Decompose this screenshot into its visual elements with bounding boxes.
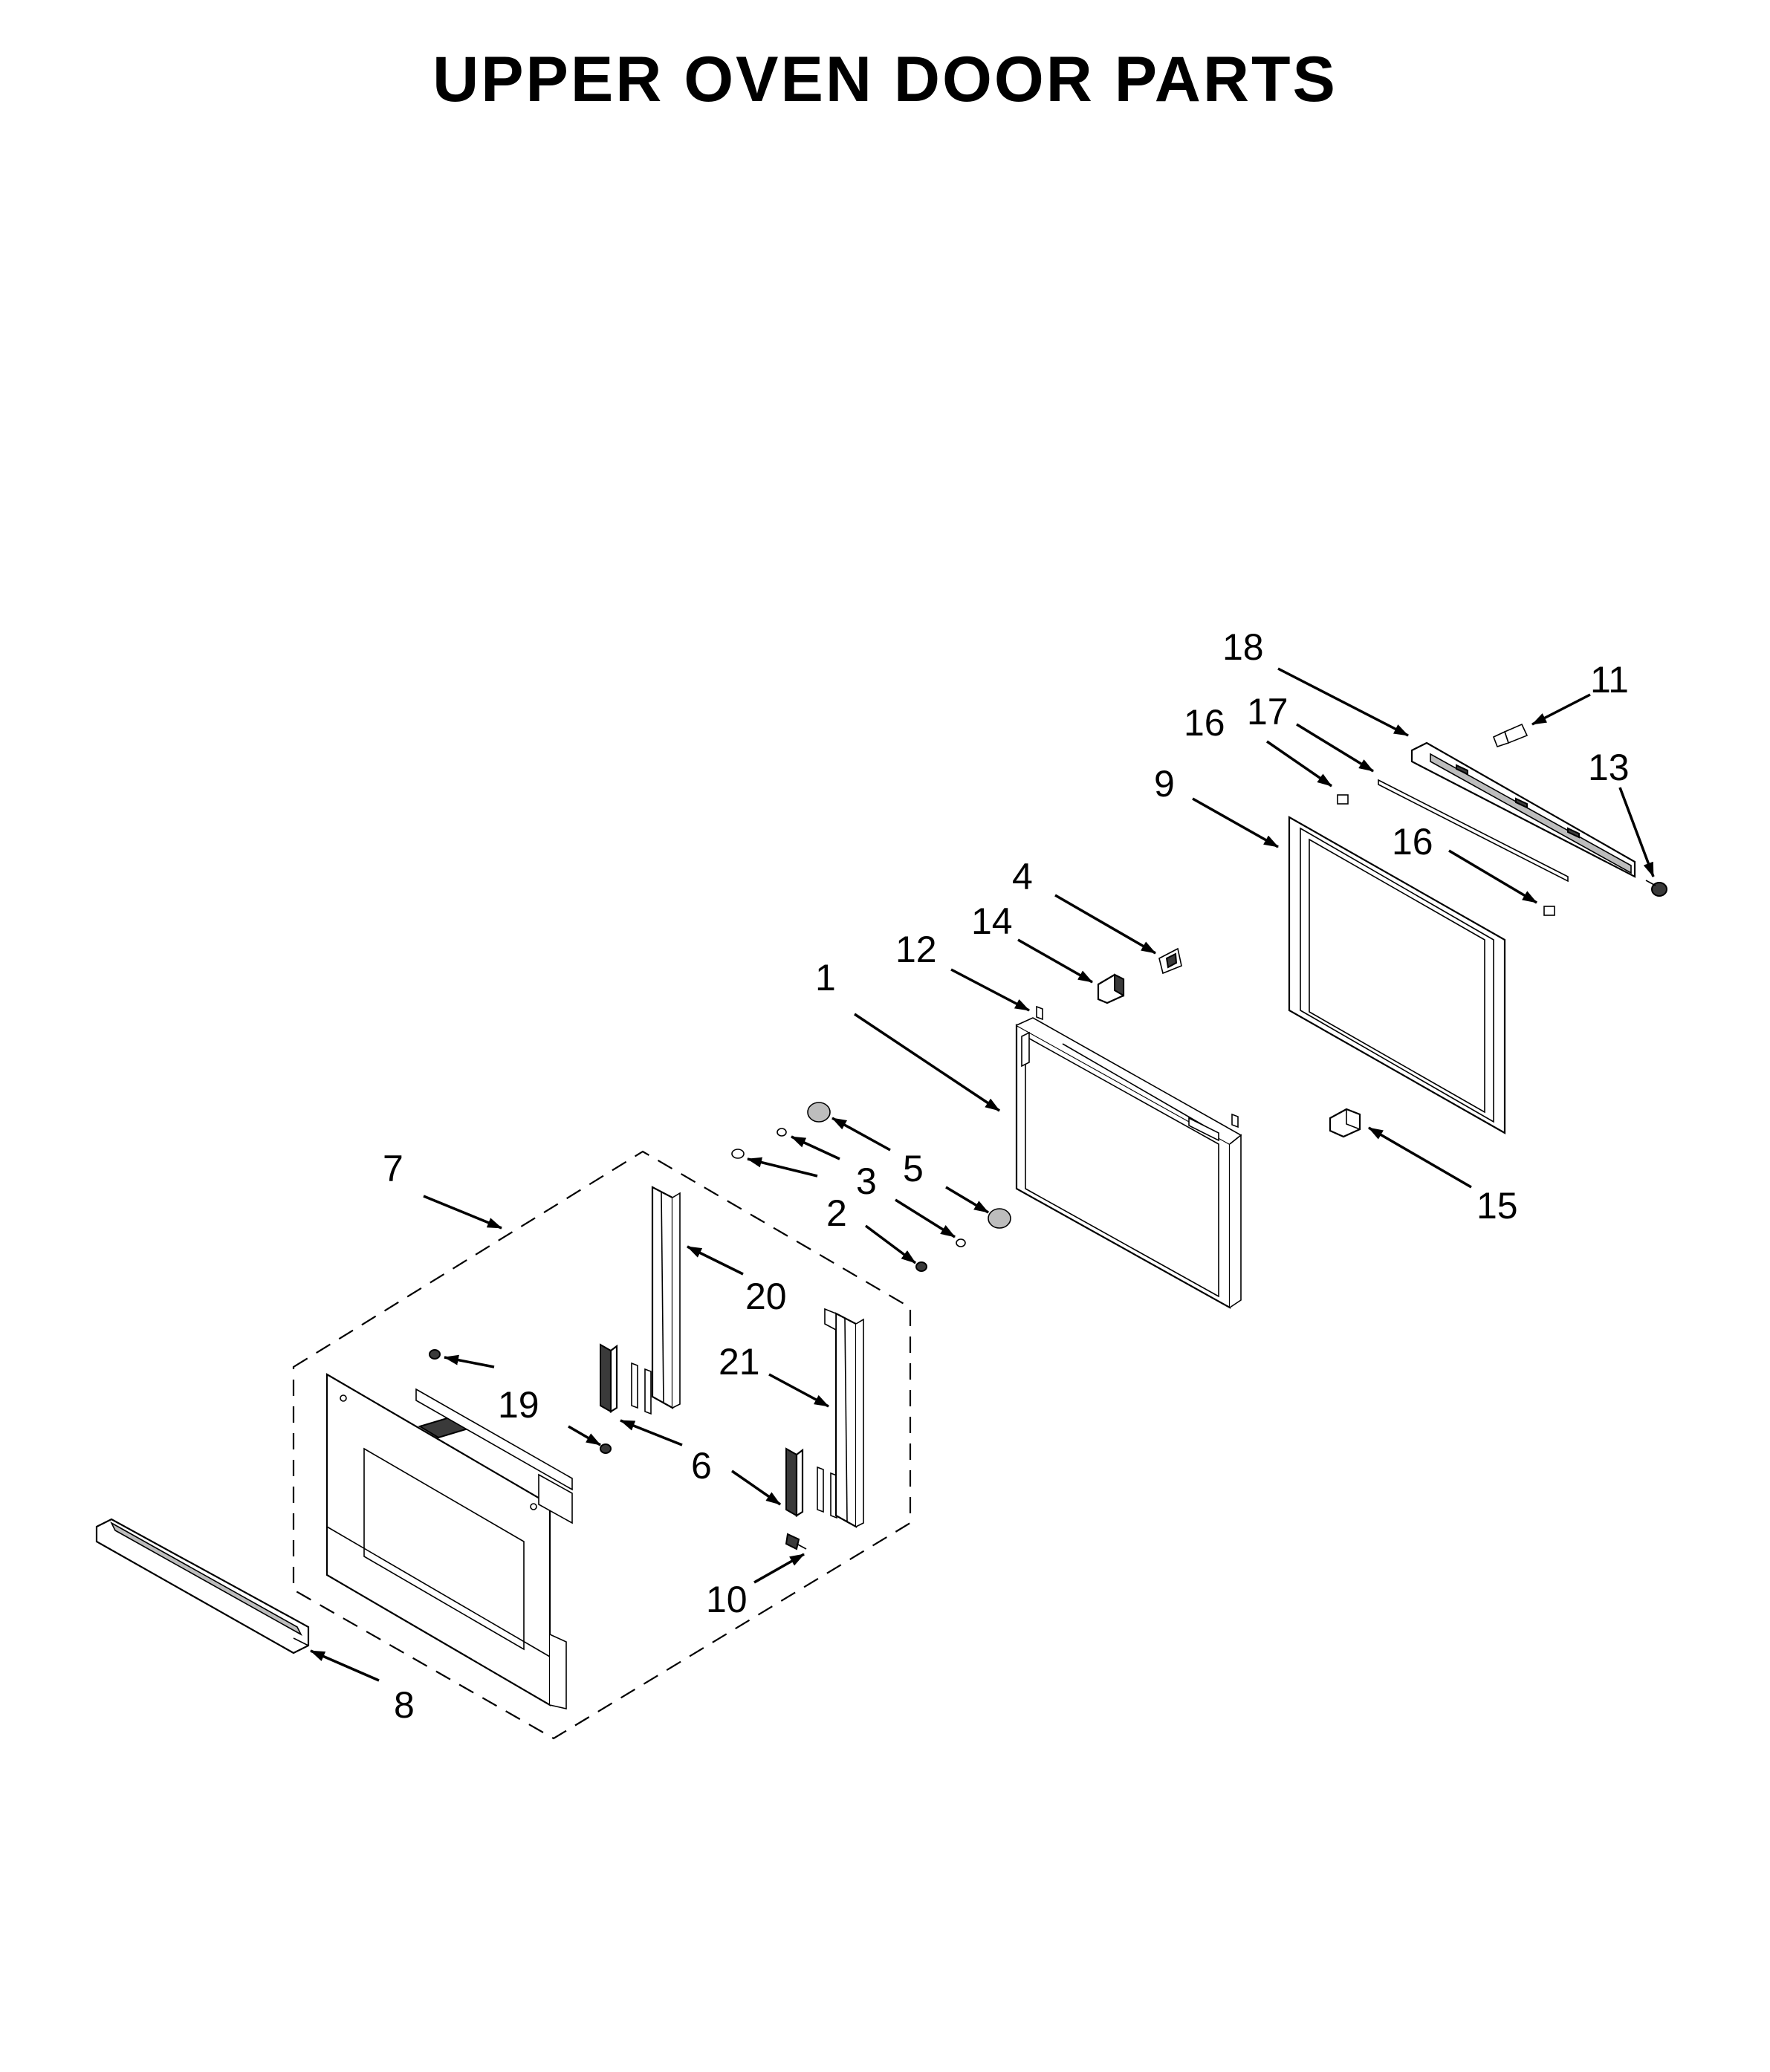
- leader-16b: [1448, 849, 1537, 904]
- callout-20: 20: [745, 1276, 787, 1317]
- door-bottom-trim: [95, 1518, 310, 1654]
- leader-15: [1368, 1126, 1472, 1189]
- leader-12: [950, 968, 1030, 1012]
- leader-5b: [945, 1186, 989, 1214]
- inner-door-frame: [1015, 1017, 1242, 1309]
- seal-strip-17: [1378, 779, 1569, 883]
- leader-13: [1618, 787, 1655, 877]
- washer-small-3: [956, 1238, 966, 1247]
- leader-18: [1277, 667, 1409, 737]
- leader-2b: [864, 1224, 917, 1264]
- leader-9: [1192, 797, 1279, 848]
- leader-2: [747, 1157, 818, 1178]
- grommet-left: [429, 1349, 441, 1360]
- leader-6: [620, 1419, 683, 1446]
- door-channel-left: [651, 1186, 681, 1409]
- callout-10: 10: [706, 1579, 748, 1620]
- callout-8: 8: [394, 1684, 415, 1726]
- leader-4: [1054, 894, 1156, 955]
- page-title: UPPER OVEN DOOR PARTS: [432, 44, 1338, 115]
- leader-3: [791, 1135, 840, 1160]
- callout-17: 17: [1247, 691, 1288, 733]
- callout-11: 11: [1590, 659, 1629, 701]
- inner-glass-panel: [1288, 816, 1506, 1134]
- leader-19: [444, 1354, 495, 1368]
- washer-small-1: [731, 1149, 745, 1159]
- door-clip-small-right: [1231, 1113, 1239, 1128]
- top-rail-18: [1410, 741, 1636, 878]
- callout-7: 7: [383, 1148, 403, 1189]
- callout-3: 3: [856, 1160, 877, 1202]
- leader-8: [310, 1649, 380, 1682]
- door-assembly-outline: [292, 1150, 912, 1740]
- leader-20: [687, 1245, 744, 1276]
- door-gasket-strip-lower: [538, 1473, 573, 1524]
- door-gasket-strip: [415, 1388, 573, 1491]
- callout-14: 14: [971, 900, 1013, 942]
- callout-16-lower: 16: [1392, 821, 1433, 863]
- leader-21: [768, 1373, 829, 1408]
- callout-18: 18: [1222, 626, 1264, 668]
- leader-11: [1531, 693, 1591, 726]
- clip-4: [1158, 947, 1182, 975]
- callout-15: 15: [1476, 1185, 1518, 1227]
- callout-19: 19: [498, 1384, 539, 1426]
- bracket-14: [1097, 973, 1125, 1004]
- callout-16-upper: 16: [1184, 702, 1225, 744]
- leader-17: [1296, 723, 1374, 773]
- hinge-receiver-left: [600, 1343, 652, 1415]
- leader-19b: [568, 1425, 601, 1446]
- callout-5: 5: [903, 1148, 924, 1189]
- pad-16-lower: [1543, 906, 1555, 916]
- washer-large-2: [988, 1208, 1011, 1229]
- bracket-15: [1329, 1108, 1361, 1138]
- door-clip-small: [1036, 1005, 1043, 1021]
- callout-6: 6: [691, 1445, 712, 1487]
- callout-21: 21: [719, 1341, 760, 1383]
- callout-13: 13: [1588, 747, 1630, 788]
- leader-7: [423, 1195, 502, 1230]
- nut-1: [915, 1261, 927, 1272]
- screw-13: [1645, 880, 1667, 897]
- door-channel-right: [824, 1308, 864, 1528]
- grommet-right: [600, 1443, 612, 1454]
- leader-1: [854, 1013, 1000, 1112]
- leader-14: [1017, 938, 1093, 984]
- callout-1: 1: [815, 957, 836, 998]
- leader-6b: [731, 1469, 781, 1506]
- washer-large-1: [807, 1102, 831, 1123]
- callout-2: 2: [826, 1192, 847, 1234]
- screw-11: [1492, 723, 1529, 748]
- callout-4: 4: [1012, 856, 1033, 897]
- leader-3b: [895, 1198, 956, 1238]
- leader-5: [831, 1117, 891, 1152]
- callout-12: 12: [895, 929, 937, 970]
- leader-10: [753, 1553, 805, 1584]
- leader-16a: [1266, 740, 1332, 787]
- hinge-screw: [785, 1533, 807, 1550]
- callout-9: 9: [1154, 763, 1175, 805]
- pad-16-upper: [1337, 794, 1349, 805]
- hinge-receiver-right: [785, 1447, 837, 1519]
- washer-small-2: [777, 1128, 787, 1137]
